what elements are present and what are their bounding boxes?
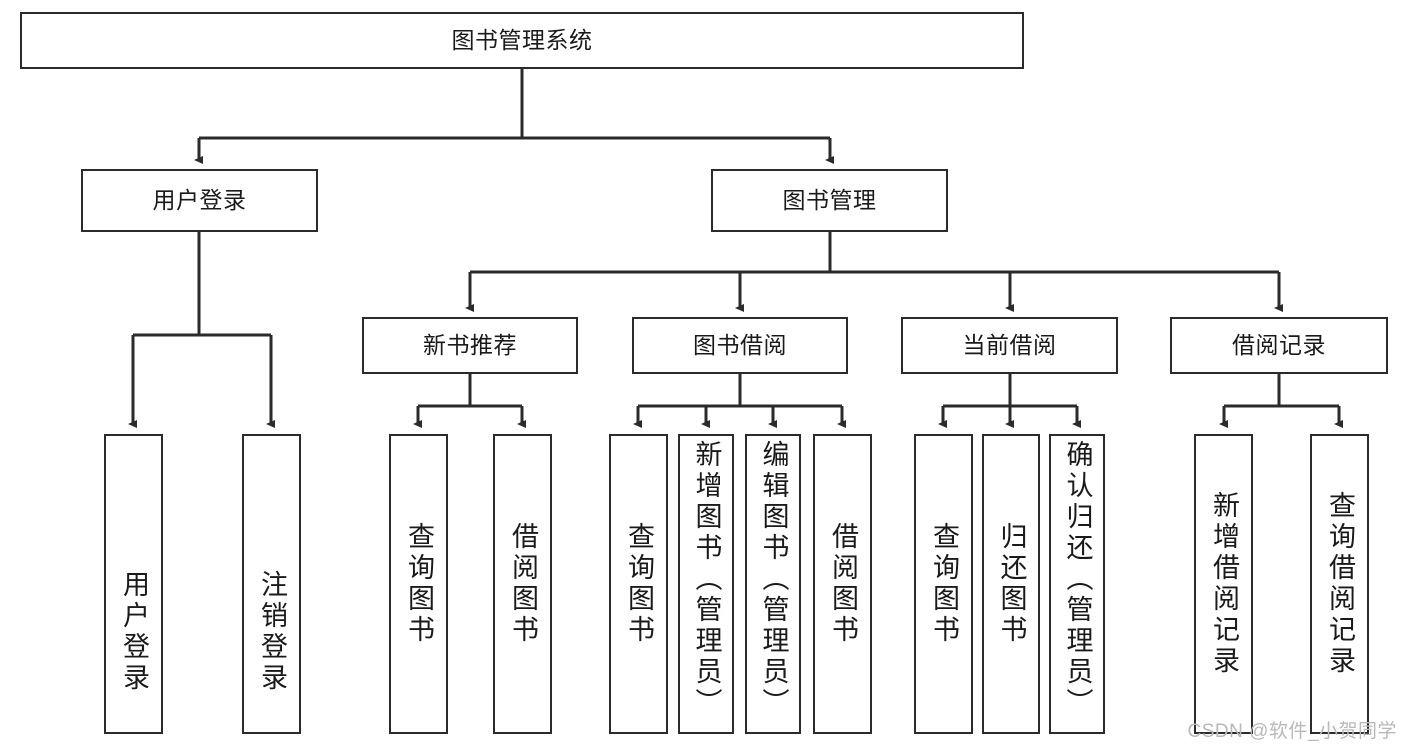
node-root[interactable]: 图书管理系统: [20, 12, 1024, 69]
node-leaf-add-record[interactable]: 新增借阅记录: [1194, 434, 1253, 734]
csdn-watermark: CSDN @软件_小贺同学: [1187, 721, 1397, 742]
node-book-management-label: 图书管理: [782, 186, 877, 213]
node-leaf-logout-login-label: 注销登录: [257, 570, 287, 694]
node-leaf-query-book-2-label: 查询图书: [624, 522, 654, 646]
node-leaf-borrow-book-1[interactable]: 借阅图书: [493, 434, 552, 734]
node-borrow-record[interactable]: 借阅记录: [1170, 317, 1388, 374]
node-leaf-query-book-1-label: 查询图书: [404, 522, 434, 646]
node-leaf-edit-book[interactable]: 编辑图书（管理员）: [745, 434, 801, 734]
node-leaf-query-book-3[interactable]: 查询图书: [914, 434, 973, 734]
node-leaf-confirm-return[interactable]: 确认归还（管理员）: [1049, 434, 1105, 734]
node-book-borrow-label: 图书借阅: [693, 331, 787, 358]
node-leaf-user-login[interactable]: 用户登录: [104, 434, 163, 734]
node-user-login-label: 用户登录: [152, 186, 247, 213]
node-leaf-add-book[interactable]: 新增图书（管理员）: [678, 434, 734, 734]
node-leaf-query-record[interactable]: 查询借阅记录: [1310, 434, 1369, 734]
node-book-management[interactable]: 图书管理: [711, 169, 948, 232]
node-book-borrow[interactable]: 图书借阅: [632, 317, 848, 374]
node-borrow-record-label: 借阅记录: [1232, 331, 1326, 358]
node-leaf-borrow-book-2[interactable]: 借阅图书: [813, 434, 872, 734]
node-leaf-query-book-1[interactable]: 查询图书: [389, 434, 448, 734]
node-leaf-borrow-book-2-label: 借阅图书: [828, 522, 858, 646]
node-leaf-add-book-label: 新增图书（管理员）: [691, 440, 722, 719]
node-current-borrow-label: 当前借阅: [962, 331, 1057, 358]
node-leaf-user-login-label: 用户登录: [119, 570, 149, 694]
node-leaf-return-book-label: 归还图书: [996, 522, 1027, 646]
node-user-login[interactable]: 用户登录: [81, 169, 318, 232]
node-new-book-recommend[interactable]: 新书推荐: [362, 317, 578, 374]
node-leaf-return-book[interactable]: 归还图书: [982, 434, 1040, 734]
node-leaf-add-record-label: 新增借阅记录: [1209, 491, 1239, 677]
node-current-borrow[interactable]: 当前借阅: [901, 317, 1118, 374]
node-new-book-recommend-label: 新书推荐: [423, 331, 517, 358]
node-leaf-confirm-return-label: 确认归还（管理员）: [1062, 440, 1093, 719]
node-leaf-logout-login[interactable]: 注销登录: [242, 434, 301, 734]
node-leaf-borrow-book-1-label: 借阅图书: [508, 522, 538, 646]
node-leaf-query-record-label: 查询借阅记录: [1325, 491, 1355, 677]
node-leaf-edit-book-label: 编辑图书（管理员）: [758, 440, 789, 719]
node-leaf-query-book-2[interactable]: 查询图书: [609, 434, 668, 734]
node-leaf-query-book-3-label: 查询图书: [929, 522, 959, 646]
node-root-label: 图书管理系统: [451, 26, 593, 53]
